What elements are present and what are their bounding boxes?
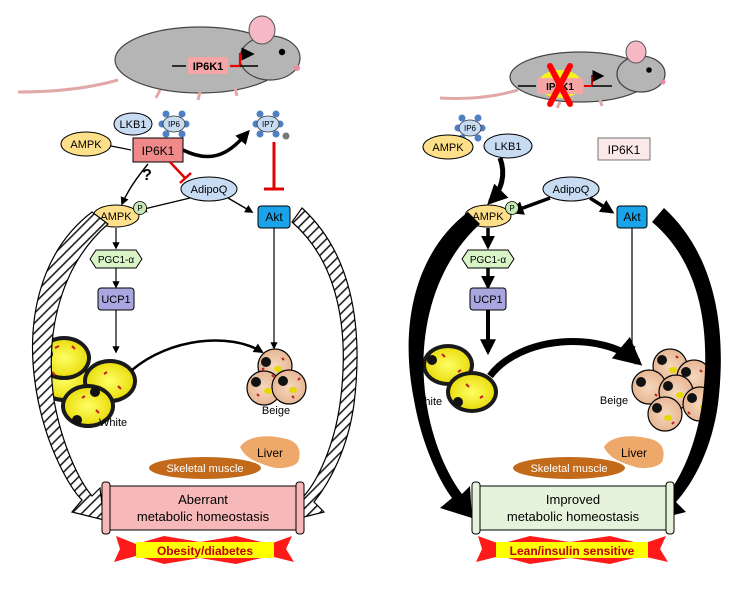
right-outcome-label: Lean/insulin sensitive	[510, 544, 635, 558]
right-ip6k1-label: IP6K1	[608, 143, 641, 157]
right-adipoq-label: AdipoQ	[553, 184, 590, 196]
left-skeletal-muscle-label: Skeletal muscle	[166, 463, 243, 475]
left-white-fat-cells	[37, 336, 137, 428]
right-knockout-x-icon	[547, 63, 573, 107]
left-outcome-label: Obesity/diabetes	[157, 544, 253, 558]
left-pgc1a-label: PGC1-α	[98, 255, 135, 266]
right-pgc1a-label: PGC1-α	[470, 255, 507, 266]
left-white-to-beige-arrow	[131, 339, 264, 371]
left-mouse: IP6K1	[17, 15, 301, 101]
left-question-mark: ?	[142, 167, 152, 184]
right-scroll-line2: metabolic homeostasis	[507, 509, 640, 524]
right-ip6-label: IP6	[464, 124, 477, 133]
right-mouse: IP6K1	[439, 40, 666, 109]
left-scroll-line1: Aberrant	[178, 492, 228, 507]
left-akt-label: Akt	[265, 210, 283, 224]
left-liver-shape	[240, 436, 300, 469]
left-adipoq-node	[180, 176, 238, 202]
left-phospho-badge	[133, 201, 147, 215]
left-ampk-p-label: AMPK	[100, 211, 132, 223]
left-phospho-badge-label: P	[137, 204, 142, 213]
right-lkb1-node	[483, 133, 533, 159]
left-ip6k1-to-ip7-arrow	[182, 129, 250, 159]
right-skeletal-muscle-label: Skeletal muscle	[530, 463, 607, 475]
right-scroll-line1: Improved	[546, 492, 600, 507]
right-scroll	[471, 481, 675, 535]
right-outcome-burst	[476, 536, 668, 564]
right-ampk-node	[422, 134, 474, 160]
left-panel: IP6K1 LKB1 IP6 IP7 AMPK IP6K1	[17, 15, 358, 564]
left-ampk-ip6k1-line	[110, 145, 132, 151]
right-panel: IP6K1 IP6 AMPK LKB1 IP6K1 AdipoQ	[408, 40, 721, 564]
right-liver-shape	[604, 436, 664, 469]
left-ip6-molecule: IP6	[158, 110, 190, 138]
left-lkb1-label: LKB1	[120, 119, 147, 131]
left-scroll-line2: metabolic homeostasis	[137, 509, 270, 524]
left-ip7-molecule: IP7	[252, 110, 290, 140]
left-liver-label: Liver	[257, 446, 283, 460]
left-beige-label: Beige	[262, 405, 290, 417]
left-mouse-gene-label: IP6K1	[193, 61, 224, 73]
left-adipoq-label: AdipoQ	[191, 184, 228, 196]
right-lkb1-to-ampk-arrow	[487, 157, 509, 205]
left-ip6k1-inhibit-adipoq	[169, 161, 186, 179]
right-white-to-beige-arrow	[487, 336, 643, 379]
left-ampk-node	[60, 131, 112, 157]
left-pgc1a-node	[89, 249, 143, 269]
right-ampk-label: AMPK	[432, 142, 464, 154]
right-ucp1-label: UCP1	[473, 294, 502, 306]
left-outcome-burst	[114, 536, 294, 564]
left-lkb1-node	[113, 112, 153, 136]
left-ip7-label: IP7	[262, 120, 275, 129]
right-black-arrow-right	[652, 208, 721, 520]
right-ampk-p-label: AMPK	[472, 211, 504, 223]
right-lkb1-label: LKB1	[495, 141, 522, 153]
right-liver-label: Liver	[621, 446, 647, 460]
right-beige-label: Beige	[600, 395, 628, 407]
left-ampk-label: AMPK	[70, 139, 102, 151]
right-white-fat-cells	[422, 344, 498, 413]
left-scroll	[101, 481, 305, 535]
left-white-label: White	[99, 417, 127, 429]
right-phospho-badge	[505, 201, 519, 215]
right-ip6k1-node	[597, 137, 651, 161]
left-beige-fat-cells	[246, 348, 307, 406]
left-ucp1-label: UCP1	[101, 294, 130, 306]
right-adipoq-node	[542, 176, 600, 202]
right-pgc1a-node	[461, 249, 515, 269]
left-ip6k1-label: IP6K1	[142, 144, 175, 158]
left-skeletal-muscle-shape	[149, 457, 261, 479]
right-akt-label: Akt	[623, 210, 641, 224]
left-ip6-label: IP6	[168, 120, 181, 129]
left-hatched-arrow-right	[291, 207, 358, 521]
right-black-arrow-left	[408, 212, 480, 518]
right-skeletal-muscle-shape	[513, 457, 625, 479]
right-phospho-badge-label: P	[509, 204, 514, 213]
